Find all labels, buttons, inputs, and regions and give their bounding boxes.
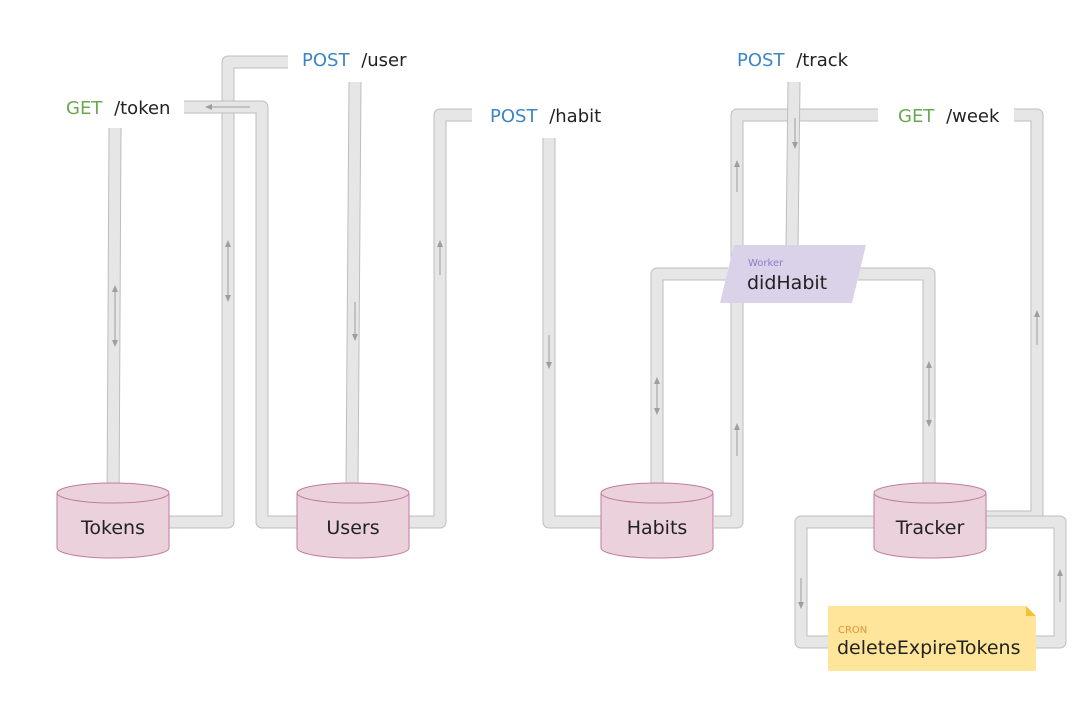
cron-node: CRON deleteExpireTokens — [828, 606, 1036, 671]
databases: Tokens Users Habits Tracker — [56, 482, 987, 559]
flow-arrows — [112, 104, 1063, 609]
pipe-post-habit-habits-fill — [543, 138, 602, 528]
endpoint-method: POST — [737, 50, 785, 71]
arrow-bidirectional-icon — [926, 361, 932, 427]
pipe-habits-get-week-fill — [714, 109, 878, 528]
pipe-get-token-users-fill — [184, 101, 298, 528]
database-label: Tokens — [80, 517, 145, 539]
endpoint-path: /week — [946, 106, 1000, 127]
endpoint-labels: GET /token POST /user POST /habit POST /… — [66, 50, 1000, 127]
arrow-up-icon — [437, 240, 443, 275]
arrow-up-icon — [734, 423, 740, 456]
endpoint-path: /user — [361, 50, 407, 71]
pipe-post-habit-habits — [542, 138, 602, 529]
endpoint-post-user: POST /user — [302, 50, 407, 71]
arrow-down-icon — [352, 302, 358, 341]
endpoint-method: GET — [66, 98, 103, 119]
arrow-up-icon — [1057, 569, 1063, 602]
pipe-get-token-users — [184, 100, 298, 529]
arrow-up-icon — [1034, 310, 1040, 345]
endpoint-method: POST — [490, 106, 538, 127]
pipe-get-week-tracker-fill — [986, 109, 1043, 523]
pipe-worker-tracker-fill — [858, 268, 935, 485]
arrow-down-icon — [792, 118, 798, 149]
database-habits: Habits — [600, 482, 714, 559]
pipe-post-habit-users-fill — [408, 109, 472, 528]
cron-fold — [1026, 606, 1036, 616]
endpoint-path: /token — [114, 98, 170, 119]
arrow-bidirectional-icon — [225, 240, 231, 302]
cron-name: deleteExpireTokens — [837, 637, 1021, 659]
pipe-get-week-tracker — [986, 108, 1044, 524]
endpoint-get-token: GET /token — [66, 98, 170, 119]
arrow-bidirectional-icon — [654, 377, 660, 415]
pipe-worker-tracker — [858, 267, 936, 485]
arrow-up-icon — [734, 160, 740, 192]
worker-kind: Worker — [748, 258, 784, 269]
endpoint-post-track: POST /track — [737, 50, 849, 71]
cron-kind: CRON — [838, 625, 867, 636]
pipe-worker-habits — [650, 267, 728, 485]
database-tokens: Tokens — [56, 482, 170, 559]
arrow-down-icon — [546, 335, 552, 369]
endpoint-path: /track — [796, 50, 848, 71]
worker-node: Worker didHabit — [720, 245, 866, 303]
pipe-get-token-tokens-fill — [107, 127, 121, 511]
endpoint-get-week: GET /week — [898, 106, 1000, 127]
endpoint-post-habit: POST /habit — [490, 106, 601, 127]
endpoint-method: POST — [302, 50, 350, 71]
database-label: Tracker — [895, 517, 965, 539]
arrow-down-icon — [798, 578, 804, 609]
database-users: Users — [296, 482, 410, 559]
pipe-post-user-users-fill — [346, 81, 361, 486]
pipe-post-track-worker-fill — [786, 81, 800, 251]
worker-name: didHabit — [747, 272, 827, 294]
endpoint-path: /habit — [549, 106, 601, 127]
database-tracker: Tracker — [873, 482, 987, 559]
pipe-worker-habits-fill — [651, 268, 728, 485]
arrow-left-icon — [205, 104, 250, 110]
endpoint-method: GET — [898, 106, 935, 127]
database-label: Habits — [627, 517, 688, 539]
arrow-bidirectional-icon — [112, 285, 118, 347]
database-label: Users — [326, 517, 379, 539]
